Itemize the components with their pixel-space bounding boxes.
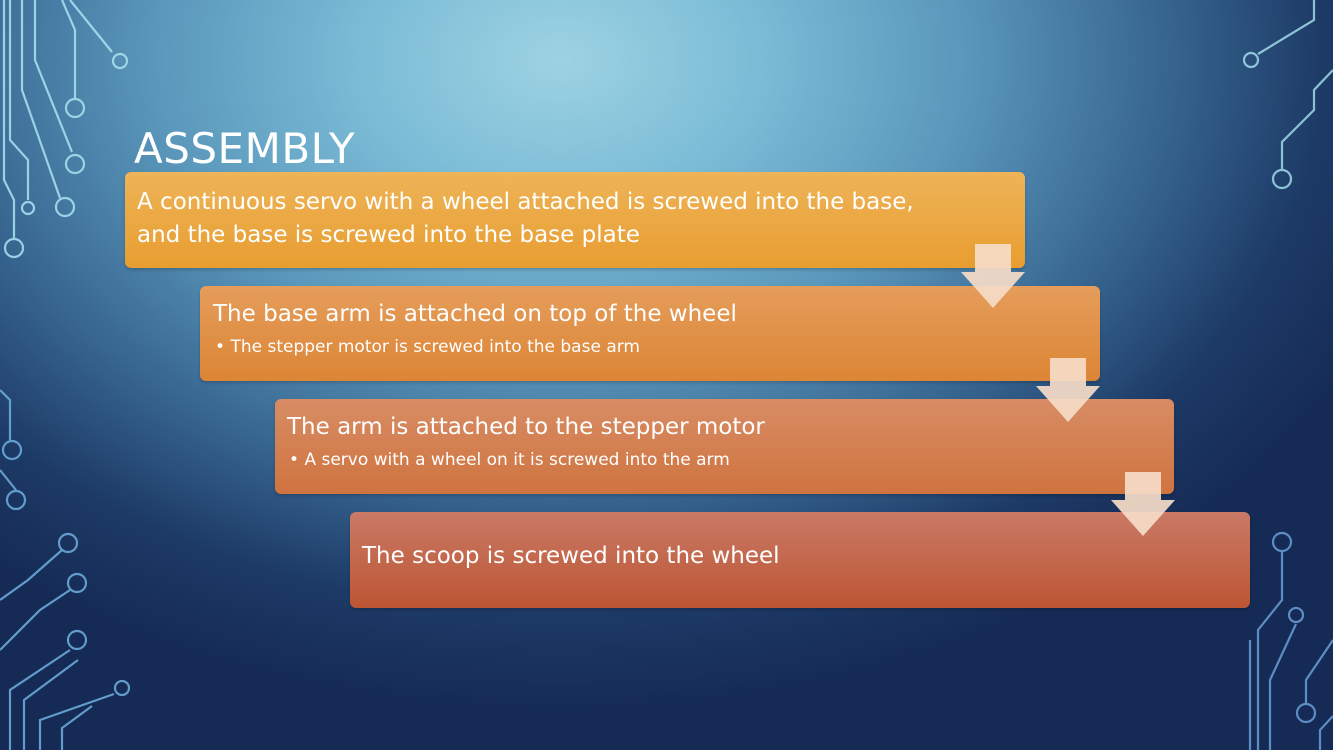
step-2-bullet: • The stepper motor is screwed into the … [215,337,1087,357]
bullet-icon: • [289,450,300,470]
process-step-4: The scoop is screwed into the wheel [350,512,1250,608]
process-step-2: The base arm is attached on top of the w… [200,286,1100,381]
step-2-bullet-text: The stepper motor is screwed into the ba… [230,337,640,357]
step-2-text: The base arm is attached on top of the w… [213,301,737,327]
step-3-bullet-text: A servo with a wheel on it is screwed in… [304,450,730,470]
process-step-1: A continuous servo with a wheel attached… [125,172,1025,268]
circuit-traces-top-right [1242,0,1333,190]
circuit-traces-top-left [2,0,129,259]
circuit-traces-bottom-left [0,389,131,750]
bullet-icon: • [215,337,226,357]
down-arrow-icon [1036,358,1100,422]
down-arrow-icon [1111,472,1175,536]
step-4-text: The scoop is screwed into the wheel [362,543,780,569]
process-step-3: The arm is attached to the stepper motor… [275,399,1174,494]
step-1-text: A continuous servo with a wheel attached… [137,189,914,248]
circuit-traces-bottom-right [1248,531,1333,750]
step-3-bullet: • A servo with a wheel on it is screwed … [289,450,1162,470]
down-arrow-icon [961,244,1025,308]
step-3-text: The arm is attached to the stepper motor [287,414,765,440]
slide-title: ASSEMBLY [134,124,356,173]
